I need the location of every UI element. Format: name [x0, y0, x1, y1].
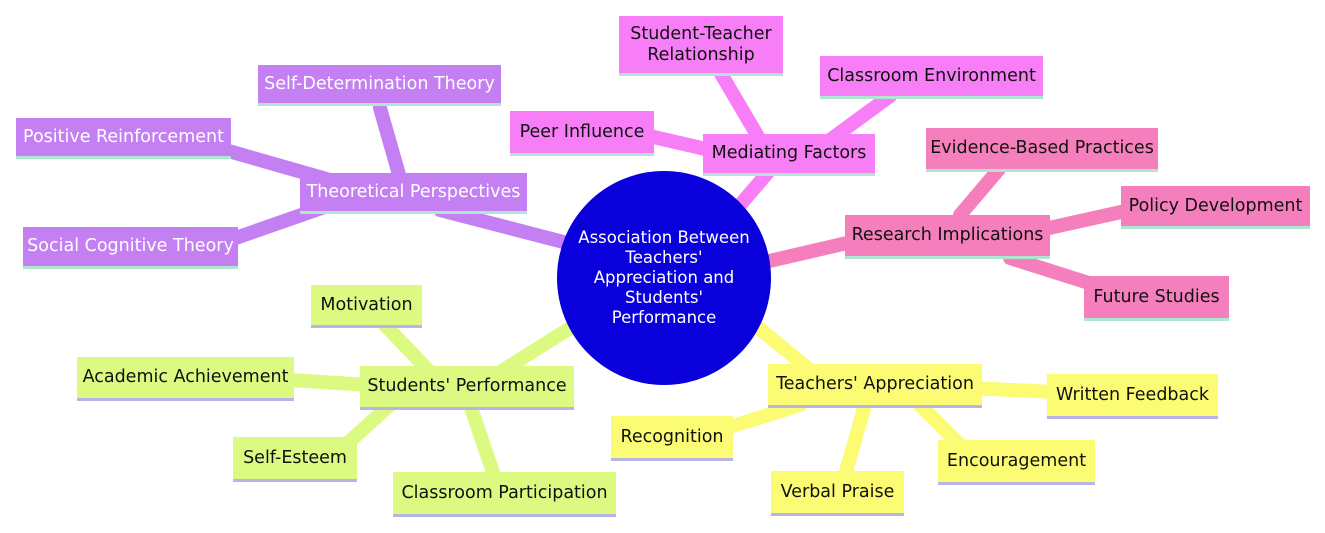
academic-achievement-label: Academic Achievement	[82, 367, 289, 387]
connector-research-evidence	[953, 161, 1007, 222]
connector-appreciation-verbalpraise	[838, 398, 872, 482]
evidence-based-practices-node: Evidence-Based Practices	[926, 128, 1158, 172]
self-determination-theory-label: Self-Determination Theory	[264, 73, 495, 94]
mediating-factors-label: Mediating Factors	[711, 143, 867, 163]
connector-appreciation-written	[963, 381, 1062, 399]
motivation-label: Motivation	[320, 294, 413, 315]
encouragement-label: Encouragement	[946, 450, 1087, 471]
written-feedback-label: Written Feedback	[1055, 384, 1210, 405]
connector-mediating-environment	[823, 89, 897, 147]
teachers-appreciation-label: Teachers' Appreciation	[776, 374, 974, 394]
connector-center-research	[758, 233, 867, 269]
connector-performance-motivation	[378, 318, 437, 379]
connector-research-policy	[1033, 203, 1137, 237]
recognition-node: Recognition	[611, 416, 733, 461]
future-studies-node: Future Studies	[1084, 276, 1229, 321]
teachers-appreciation-node: Teachers' Appreciation	[768, 364, 982, 408]
academic-achievement-node: Academic Achievement	[77, 357, 294, 401]
classroom-participation-node: Classroom Participation	[393, 472, 616, 517]
peer-influence-node: Peer Influence	[510, 111, 654, 156]
students-performance-node: Students' Performance	[360, 366, 574, 410]
peer-influence-label: Peer Influence	[519, 121, 645, 142]
written-feedback-node: Written Feedback	[1047, 374, 1218, 419]
research-implications-node: Research Implications	[845, 215, 1050, 259]
social-cognitive-theory-node: Social Cognitive Theory	[23, 227, 238, 269]
self-esteem-node: Self-Esteem	[233, 437, 357, 482]
connector-center-theoretical	[433, 203, 582, 252]
motivation-node: Motivation	[311, 285, 422, 328]
connector-research-future	[1003, 251, 1102, 292]
connector-center-performance	[493, 318, 582, 379]
connector-center-appreciation	[748, 318, 817, 377]
theoretical-perspectives-node: Theoretical Perspectives	[300, 173, 527, 214]
connector-theoretical-selfdetermination	[373, 101, 407, 185]
positive-reinforcement-node: Positive Reinforcement	[16, 118, 231, 159]
positive-reinforcement-label: Positive Reinforcement	[23, 126, 224, 147]
encouragement-node: Encouragement	[938, 440, 1095, 485]
recognition-label: Recognition	[620, 426, 724, 447]
policy-development-label: Policy Development	[1128, 195, 1303, 216]
verbal-praise-node: Verbal Praise	[771, 471, 904, 516]
mediating-factors-node: Mediating Factors	[703, 134, 875, 176]
future-studies-label: Future Studies	[1093, 286, 1220, 307]
connector-appreciation-recognition	[713, 398, 807, 437]
student-teacher-relationship-label: Student-Teacher Relationship	[630, 23, 772, 65]
evidence-based-practices-label: Evidence-Based Practices	[930, 138, 1154, 158]
theoretical-perspectives-label: Theoretical Perspectives	[306, 181, 521, 202]
classroom-participation-label: Classroom Participation	[401, 482, 608, 503]
connector-appreciation-encouragement	[913, 398, 967, 452]
connector-performance-academic	[283, 373, 377, 392]
connector-mediating-peer	[638, 128, 717, 157]
classroom-environment-node: Classroom Environment	[820, 56, 1043, 99]
social-cognitive-theory-label: Social Cognitive Theory	[27, 236, 234, 256]
research-implications-label: Research Implications	[851, 225, 1044, 245]
classroom-environment-label: Classroom Environment	[827, 65, 1036, 86]
policy-development-node: Policy Development	[1121, 186, 1310, 229]
connector-mediating-relationship	[713, 65, 767, 147]
self-determination-theory-node: Self-Determination Theory	[258, 65, 501, 106]
connector-performance-participation	[463, 398, 502, 485]
student-teacher-relationship-node: Student-Teacher Relationship	[619, 16, 783, 76]
central-topic: Association Between Teachers' Appreciati…	[557, 171, 771, 385]
verbal-praise-label: Verbal Praise	[780, 481, 895, 502]
central-topic-label: Association Between Teachers' Appreciati…	[578, 228, 750, 327]
self-esteem-label: Self-Esteem	[243, 447, 347, 468]
students-performance-label: Students' Performance	[367, 376, 567, 396]
